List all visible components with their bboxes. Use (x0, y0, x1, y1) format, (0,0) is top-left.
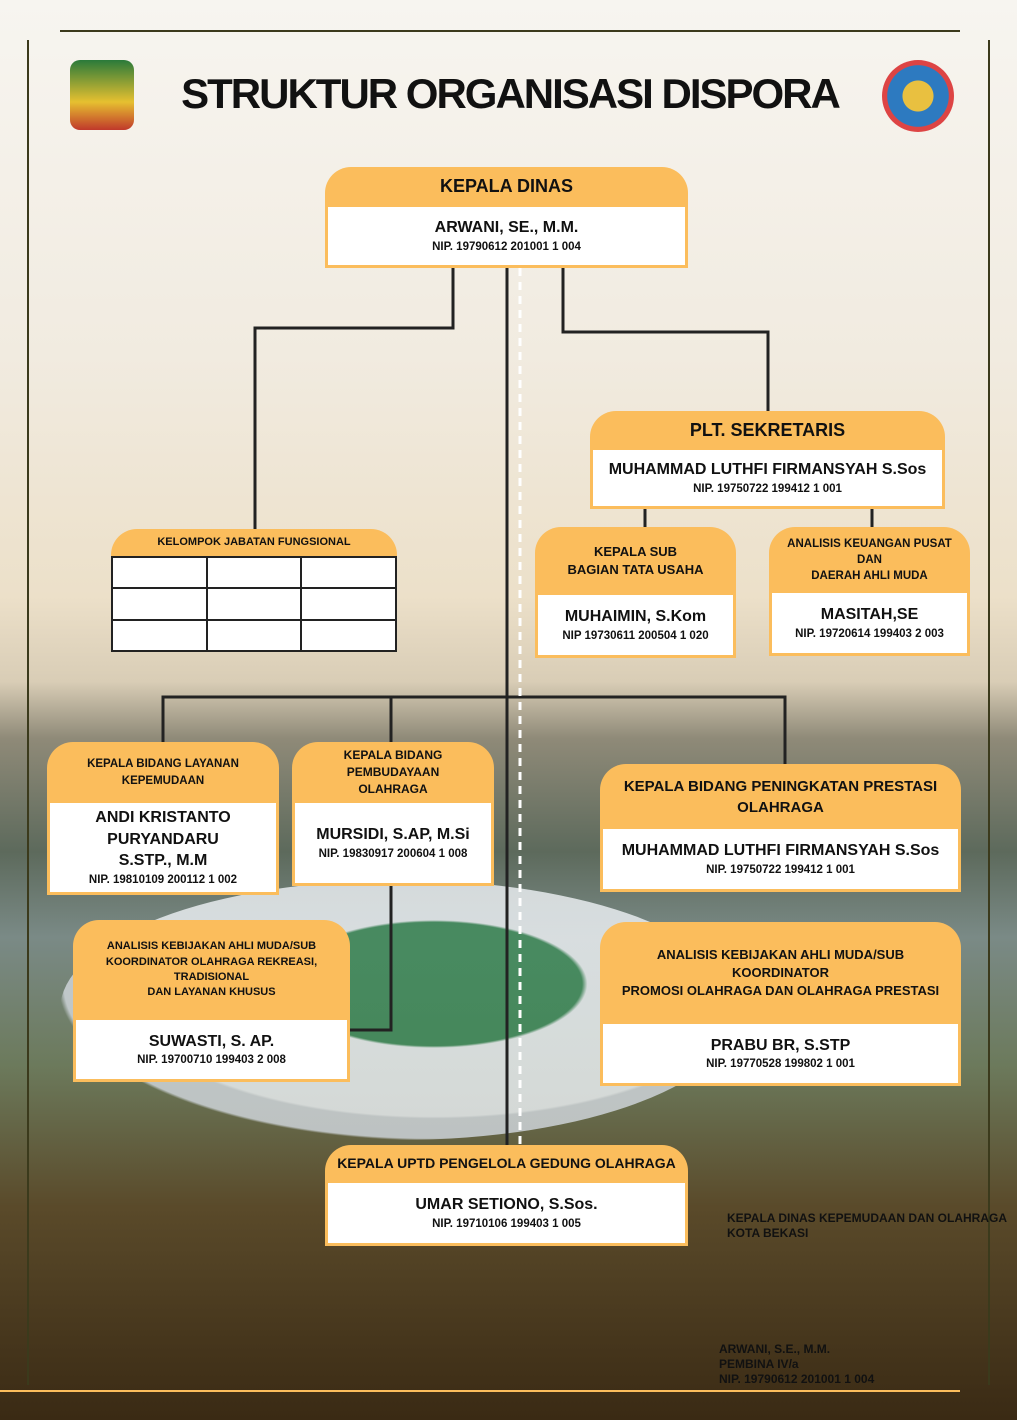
person-name: MASITAH,SE (820, 606, 919, 624)
signature-role-line: KOTA BEKASI (727, 1226, 809, 1240)
signature-role: KEPALA DINAS KEPEMUDAAN DAN OLAHRAGA KOT… (727, 1211, 1007, 1241)
nip: NIP. 19790612 201001 1 004 (432, 240, 581, 253)
nip: NIP 19730611 200504 1 020 (562, 629, 709, 642)
kepala-dinas-box: KEPALA DINAS ARWANI, SE., M.M. NIP. 19790… (325, 167, 688, 268)
position-title: BAGIAN TATA USAHA (567, 562, 704, 577)
nip: NIP. 19710106 199403 1 005 (432, 1217, 581, 1230)
signature-rank: PEMBINA IV/a (719, 1357, 799, 1371)
position-title: KEPALA BIDANG LAYANAN KEPEMUDAAN (47, 742, 279, 803)
person-name: ARWANI, SE., M.M. (434, 219, 579, 237)
position-title: PLT. SEKRETARIS (590, 411, 945, 450)
prestasi-box: KEPALA BIDANG PENINGKATAN PRESTASI OLAHRA… (600, 764, 961, 892)
kebijakan-kanan-box: ANALISIS KEBIJAKAN AHLI MUDA/SUB KOORDIN… (600, 922, 961, 1086)
position-title: ANALISIS KEBIJAKAN AHLI MUDA/SUB (106, 940, 317, 953)
nip: NIP. 19750722 199412 1 001 (693, 482, 842, 495)
nip: NIP. 19700710 199403 2 008 (137, 1054, 286, 1067)
position-title: KEPALA UPTD PENGELOLA GEDUNG OLAHRAGA (325, 1145, 688, 1183)
nip: NIP. 19750722 199412 1 001 (706, 863, 855, 876)
person-name: MUHAMMAD LUTHFI FIRMANSYAH S.Sos (621, 842, 940, 860)
person-name: UMAR SETIONO, S.Sos. (415, 1196, 598, 1214)
position-title: KEPALA BIDANG PENINGKATAN PRESTASI (623, 777, 938, 795)
position-title: OLAHRAGA (358, 781, 428, 796)
person-name: SUWASTI, S. AP. (148, 1032, 275, 1050)
bekasi-city-logo (70, 60, 134, 130)
fungsional-table (111, 555, 397, 653)
kebijakan-kiri-box: ANALISIS KEBIJAKAN AHLI MUDA/SUB KOORDINA… (73, 920, 350, 1082)
position-title: OLAHRAGA (737, 798, 824, 816)
nip: NIP. 19720614 199403 2 003 (795, 627, 944, 640)
signature-block: ARWANI, S.E., M.M. PEMBINA IV/a NIP. 197… (719, 1342, 874, 1387)
keuangan-box: ANALISIS KEUANGAN PUSAT DAN DAERAH AHLI M… (769, 527, 970, 656)
position-title: KEPALA SUB (593, 543, 678, 559)
person-name: ANDI KRISTANTO PURYANDARU (95, 809, 231, 848)
sekretaris-box: PLT. SEKRETARIS MUHAMMAD LUTHFI FIRMANSY… (590, 411, 945, 509)
page-frame (27, 40, 990, 1385)
dispora-logo (882, 60, 954, 132)
person-name: MURSIDI, S.AP, M.Si (316, 826, 470, 844)
position-title: ANALISIS KEBIJAKAN AHLI MUDA/SUB KOORDIN… (656, 946, 905, 980)
person-name: PRABU BR, S.STP (710, 1036, 851, 1054)
kasubag-box: KEPALA SUB BAGIAN TATA USAHA MUHAIMIN, S.… (535, 527, 736, 658)
kepemudaan-box: KEPALA BIDANG LAYANAN KEPEMUDAAN ANDI KR… (47, 742, 279, 895)
position-title: KEPALA DINAS (325, 167, 688, 207)
position-title: DAERAH AHLI MUDA (811, 570, 928, 583)
person-name: MUHAIMIN, S.Kom (564, 608, 707, 626)
person-name: S.STP., M.M (118, 852, 208, 870)
page-title: STRUKTUR ORGANISASI DISPORA (181, 70, 841, 117)
position-title: KELOMPOK JABATAN FUNGSIONAL (111, 529, 397, 556)
position-title: KOORDINATOR OLAHRAGA REKREASI, TRADISION… (105, 955, 318, 983)
frame-top (60, 30, 960, 32)
person-name: MUHAMMAD LUTHFI FIRMANSYAH S.Sos (608, 461, 927, 479)
position-title: ANALISIS KEUANGAN PUSAT DAN (787, 537, 952, 566)
nip: NIP. 19810109 200112 1 002 (88, 873, 238, 886)
signature-name: ARWANI, S.E., M.M. (719, 1342, 831, 1356)
nip: NIP. 19830917 200604 1 008 (318, 847, 468, 860)
fungsional-box: KELOMPOK JABATAN FUNGSIONAL (111, 529, 397, 653)
frame-bottom (0, 1390, 960, 1392)
position-title: PROMOSI OLAHRAGA DAN OLAHRAGA PRESTASI (621, 983, 940, 999)
uptd-box: KEPALA UPTD PENGELOLA GEDUNG OLAHRAGA UM… (325, 1145, 688, 1246)
signature-role-line: KEPALA DINAS KEPEMUDAAN DAN OLAHRAGA (727, 1211, 1008, 1225)
signature-nip: NIP. 19790612 201001 1 004 (719, 1372, 875, 1386)
position-title: KEPALA BIDANG PEMBUDAYAAN (343, 748, 443, 780)
position-title: DAN LAYANAN KHUSUS (147, 986, 276, 999)
nip: NIP. 19770528 199802 1 001 (706, 1058, 855, 1071)
